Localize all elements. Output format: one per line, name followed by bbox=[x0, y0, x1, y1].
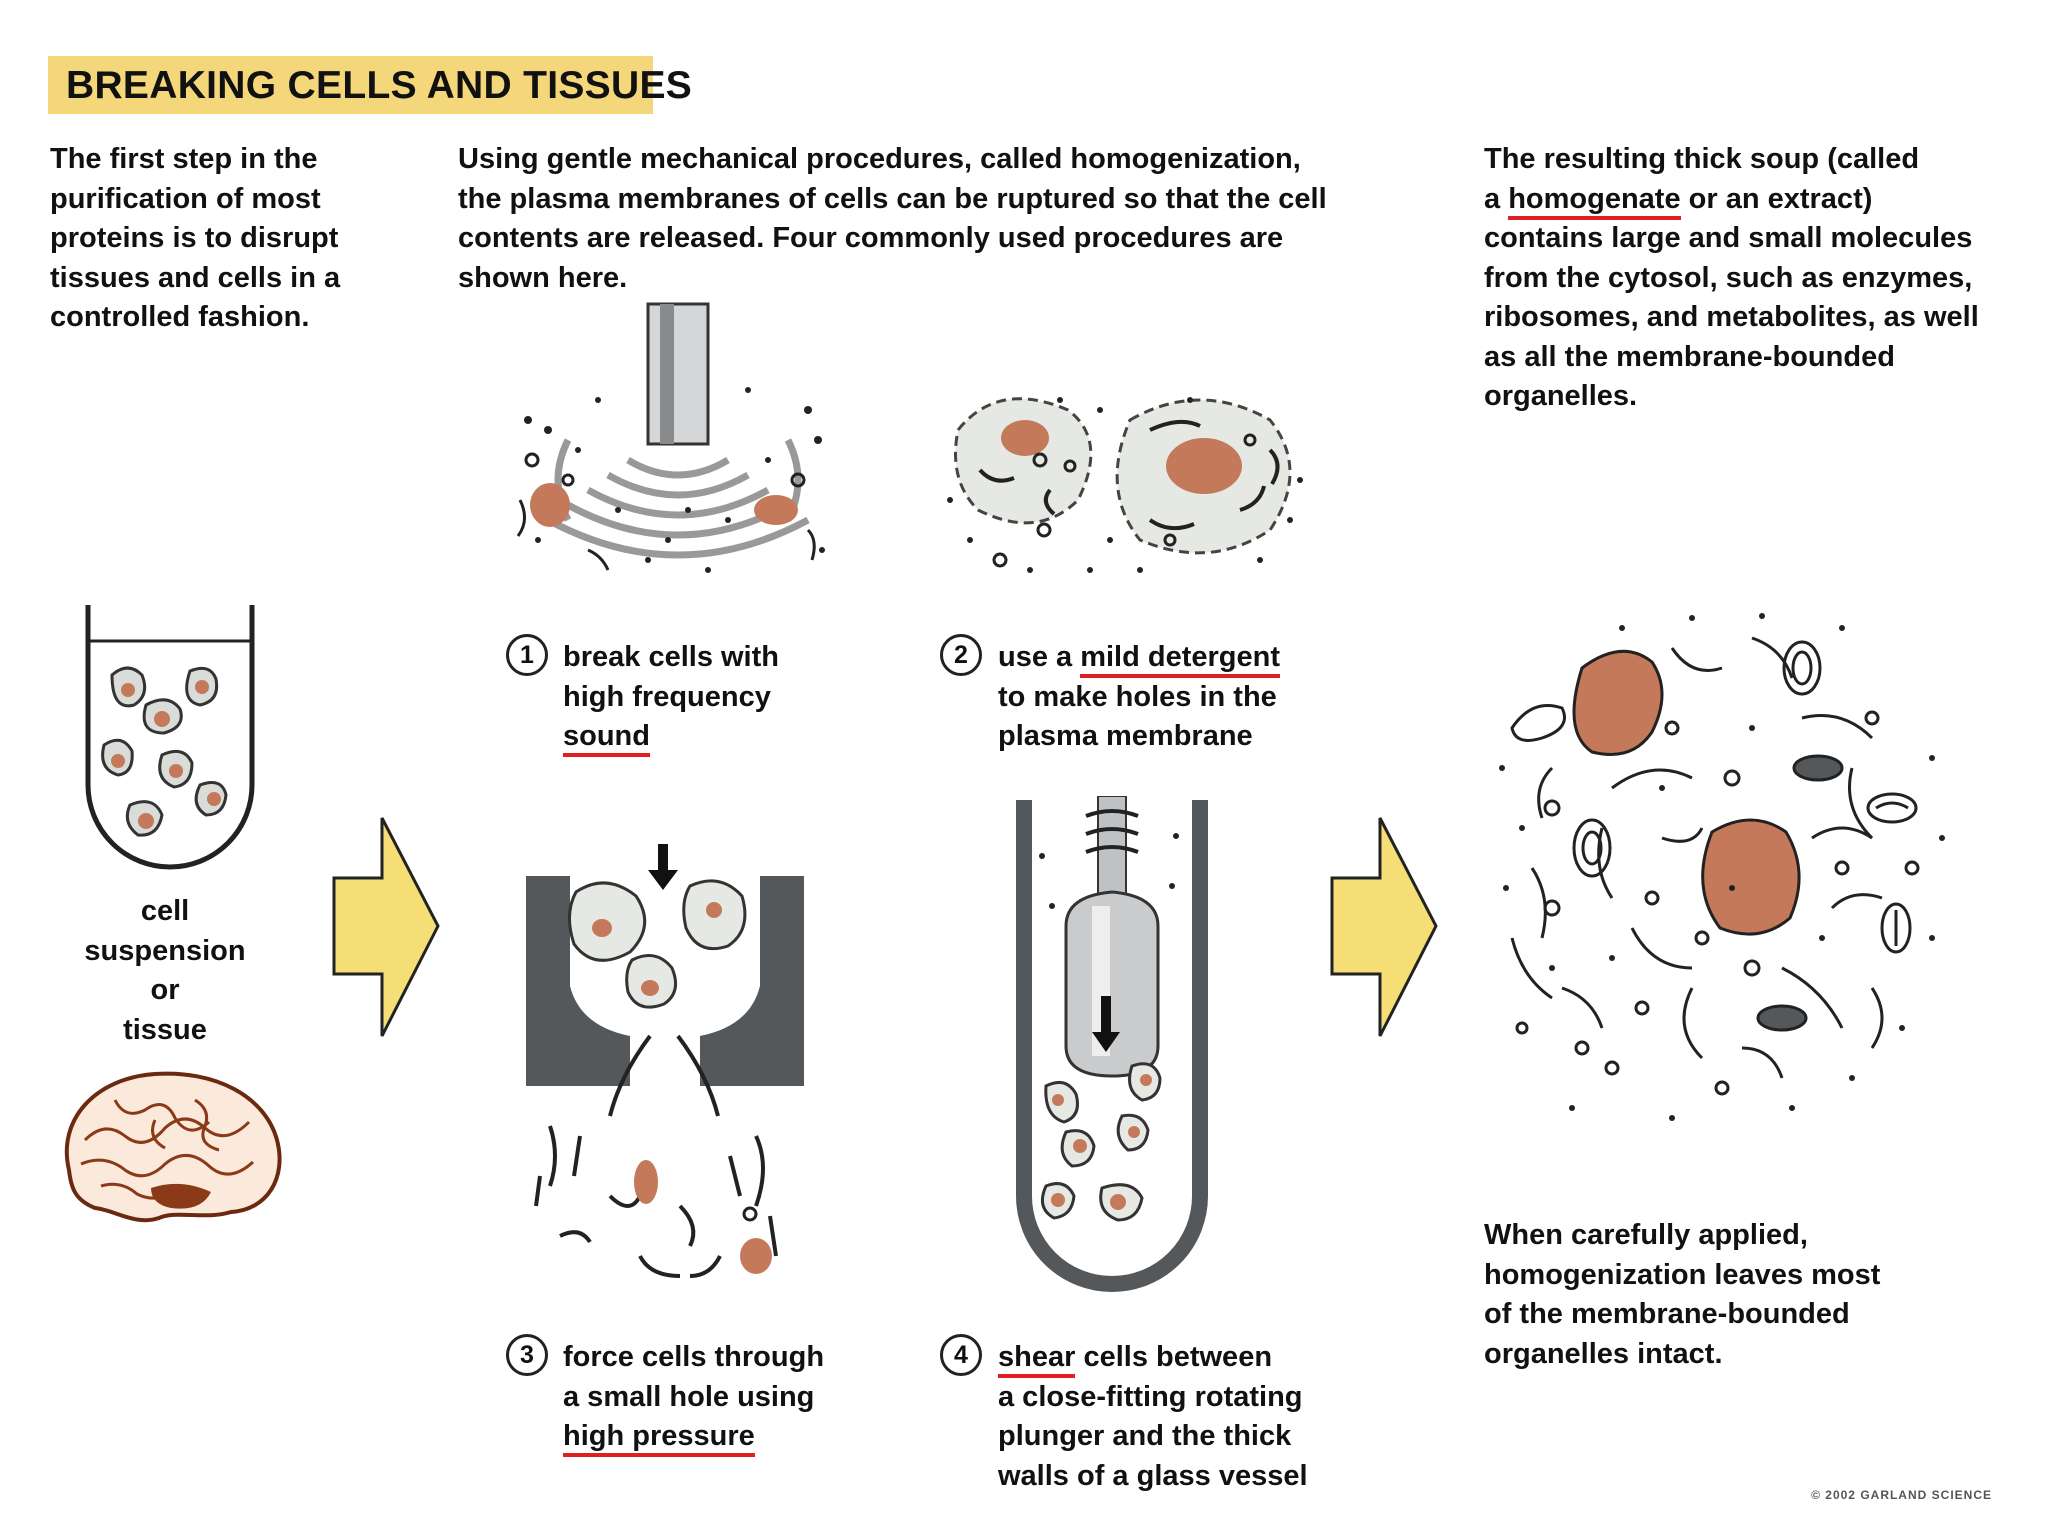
intro-middle-line: contents are released. Four commonly use… bbox=[458, 222, 1284, 254]
sonication-illustration bbox=[516, 302, 825, 573]
copyright-mark: © 2002 GARLAND SCIENCE bbox=[1811, 1488, 1992, 1502]
step-2-caption: use a mild detergent to make holes in th… bbox=[998, 638, 1280, 757]
caption-line: high pressure bbox=[563, 1417, 824, 1457]
intro-left-line: proteins is to disrupt bbox=[50, 222, 339, 254]
mild-detergent-term: mild detergent bbox=[1080, 641, 1281, 673]
plunger-homogenizer-illustration bbox=[1016, 796, 1208, 1292]
intro-left-line: tissues and cells in a bbox=[50, 261, 341, 294]
intro-middle-line: the plasma membranes of cells can be rup… bbox=[458, 182, 1327, 215]
caption-line: a small hole using bbox=[563, 1380, 815, 1413]
caption-line: a close-fitting rotating bbox=[998, 1380, 1303, 1413]
caption-text: cells between bbox=[1075, 1341, 1273, 1373]
cell-suspension-tube bbox=[85, 605, 255, 870]
caption-line: plunger and the thick bbox=[998, 1420, 1292, 1452]
title-highlight bbox=[48, 56, 653, 114]
caption-text: use a bbox=[998, 641, 1081, 673]
intro-middle-paragraph: Using gentle mechanical procedures, call… bbox=[458, 140, 1327, 298]
caption-line: to make holes in the bbox=[998, 680, 1277, 713]
intro-right-line: from the cytosol, such as enzymes, bbox=[1484, 261, 1973, 294]
intro-left-line: controlled fashion. bbox=[50, 301, 310, 333]
intro-right-line: organelles. bbox=[1484, 380, 1638, 412]
caption-line: plasma membrane bbox=[998, 720, 1253, 752]
step-3-caption: force cells through a small hole using h… bbox=[563, 1338, 824, 1457]
intro-right-line: The resulting thick soup (called bbox=[1484, 143, 1920, 175]
step-4-caption: shear cells between a close-fitting rota… bbox=[998, 1338, 1308, 1496]
caption-line: high frequency bbox=[563, 680, 771, 713]
caption-line: use a mild detergent bbox=[998, 638, 1280, 678]
intro-right-line: ribosomes, and metabolites, as well bbox=[1484, 301, 1979, 333]
step-1-caption: break cells with high frequency sound bbox=[563, 638, 779, 757]
brain-tissue-illustration bbox=[64, 1071, 282, 1223]
high-pressure-illustration bbox=[526, 844, 804, 1278]
sample-label-line: or bbox=[150, 974, 180, 1006]
caption-line: sound bbox=[563, 717, 779, 757]
step-4-number: 4 bbox=[940, 1334, 982, 1376]
shear-term: shear bbox=[998, 1341, 1076, 1373]
sound-term: sound bbox=[563, 720, 650, 752]
intro-left-paragraph: The first step in the purification of mo… bbox=[50, 140, 340, 338]
intro-left-line: purification of most bbox=[50, 182, 321, 215]
intro-right-text: or an extract) bbox=[1680, 182, 1873, 215]
intro-right-paragraph: The resulting thick soup (called a homog… bbox=[1484, 140, 1979, 417]
step-1-number: 1 bbox=[506, 634, 548, 676]
caption-line: shear cells between bbox=[998, 1338, 1308, 1378]
caption-line: force cells through bbox=[563, 1341, 825, 1373]
suspended-cells bbox=[101, 666, 228, 837]
intro-right-line: contains large and small molecules bbox=[1484, 222, 1973, 254]
caption-line: break cells with bbox=[563, 641, 779, 673]
outro-line: homogenization leaves most bbox=[1484, 1258, 1881, 1291]
sample-label: cell suspension or tissue bbox=[60, 892, 270, 1050]
detergent-illustration bbox=[947, 397, 1303, 573]
process-arrow-right bbox=[1330, 817, 1438, 1037]
outro-line: When carefully applied, bbox=[1484, 1219, 1808, 1251]
outro-paragraph: When carefully applied, homogenization l… bbox=[1484, 1216, 1880, 1374]
caption-line: walls of a glass vessel bbox=[998, 1459, 1308, 1492]
outro-line: organelles intact. bbox=[1484, 1337, 1723, 1370]
homogenate-term: homogenate bbox=[1508, 182, 1681, 215]
high-pressure-term: high pressure bbox=[563, 1420, 755, 1452]
homogenate-illustration bbox=[1499, 613, 1945, 1121]
page-title: BREAKING CELLS AND TISSUES bbox=[66, 64, 693, 107]
outro-line: of the membrane-bounded bbox=[1484, 1298, 1850, 1330]
step-3-number: 3 bbox=[506, 1334, 548, 1376]
intro-right-line: as all the membrane-bounded bbox=[1484, 340, 1895, 373]
intro-right-line: a homogenate or an extract) bbox=[1484, 180, 1979, 220]
intro-middle-line: Using gentle mechanical procedures, call… bbox=[458, 143, 1301, 175]
sample-label-line: tissue bbox=[123, 1013, 207, 1046]
process-arrow-left bbox=[332, 817, 440, 1037]
intro-left-line: The first step in the bbox=[50, 143, 318, 175]
step-2-number: 2 bbox=[940, 634, 982, 676]
intro-middle-line: shown here. bbox=[458, 261, 628, 294]
sample-label-line: suspension bbox=[84, 934, 246, 967]
intro-right-text: a bbox=[1484, 182, 1509, 215]
sample-label-line: cell bbox=[140, 895, 190, 927]
